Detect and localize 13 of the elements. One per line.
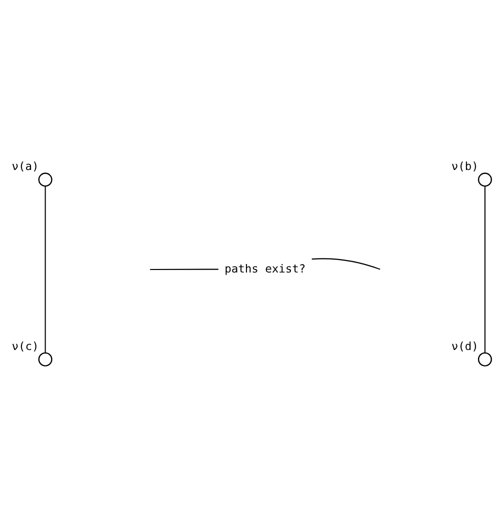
connector: [150, 268, 218, 270]
node-text: paths exist?: [224, 262, 306, 276]
connector: [312, 258, 380, 270]
node-circle: [478, 172, 492, 187]
connector: [484, 186, 486, 353]
node-label: ν(b): [451, 160, 478, 174]
connector: [44, 186, 46, 353]
node-circle: [38, 172, 52, 187]
node-circle: [478, 352, 492, 366]
node-label: ν(d): [451, 340, 478, 353]
node-label: ν(a): [12, 160, 39, 174]
node-circle: [38, 352, 52, 366]
node-label: ν(c): [12, 340, 39, 353]
